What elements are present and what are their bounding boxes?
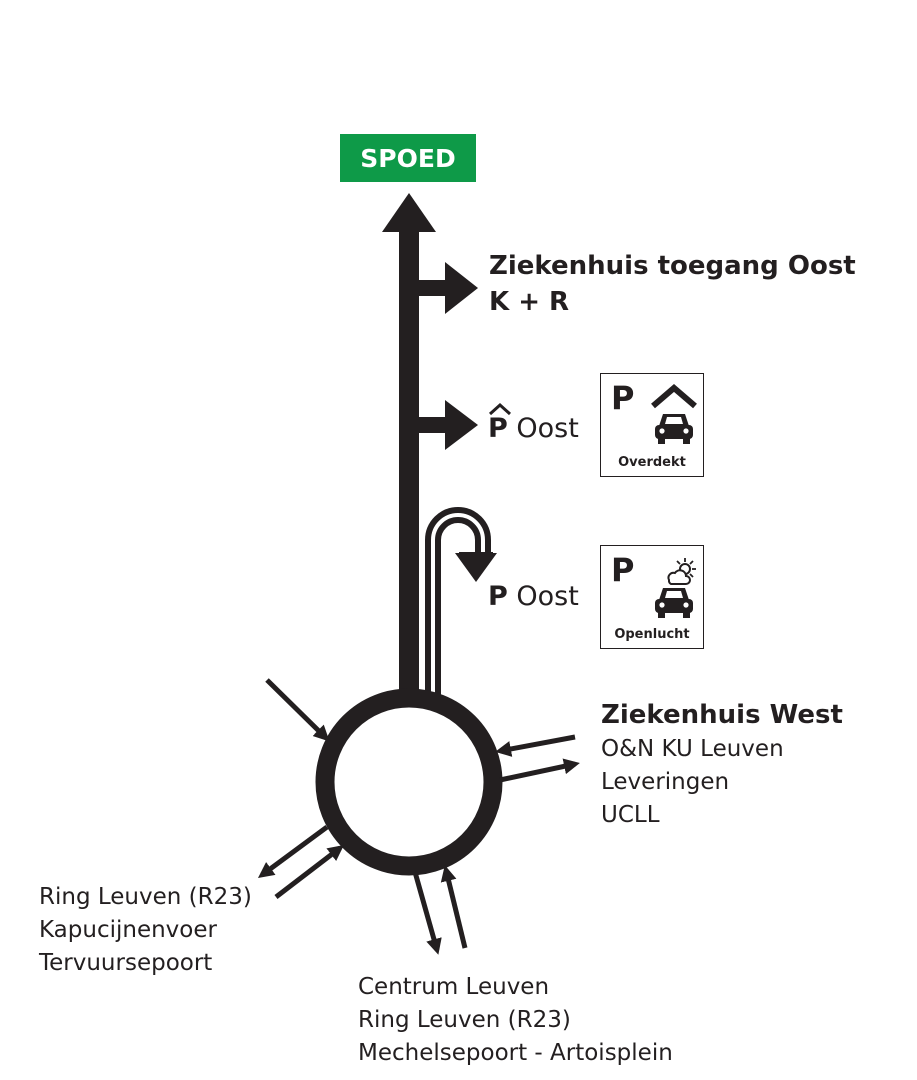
roof-icon (488, 402, 512, 416)
east-access-arrow (419, 262, 478, 314)
nw-inbound-arrow (265, 678, 330, 742)
southwest-line: Kapucijnenvoer (39, 917, 217, 943)
southwest-line: Ring Leuven (R23) (39, 884, 252, 910)
u-turn-arrow-icon (425, 507, 497, 695)
south-line: Mechelsepoort - Artoisplein (358, 1040, 673, 1066)
roundabout-icon (315, 688, 503, 876)
covered-sign-letter: P (611, 379, 635, 417)
west-outbound-arrow (499, 758, 580, 783)
west-title: Ziekenhuis West (601, 700, 843, 730)
southwest-line: Tervuursepoort (39, 950, 213, 976)
east-access-subtitle: K + R (489, 287, 570, 317)
spoed-label: SPOED (360, 143, 456, 173)
covered-parking-arrow (419, 400, 478, 450)
covered-parking-letter: P (488, 413, 508, 444)
south-line: Centrum Leuven (358, 974, 550, 1000)
covered-sign-caption: Overdekt (618, 455, 686, 470)
sw-outbound-arrow (257, 824, 329, 878)
covered-parking-sign: P Overdekt (600, 373, 704, 477)
west-line: UCLL (601, 802, 660, 828)
west-inbound-arrow (495, 734, 576, 757)
garage-car-icon (651, 384, 697, 444)
south-line: Ring Leuven (R23) (358, 1007, 571, 1033)
open-parking-name: Oost (516, 581, 579, 612)
open-parking-letter: P (488, 581, 508, 612)
south-outbound-arrow (412, 871, 442, 955)
sw-inbound-arrow (274, 844, 344, 899)
covered-parking-name: Oost (516, 413, 579, 444)
south-inbound-arrow (440, 865, 468, 949)
open-parking-label: P Oost (488, 581, 579, 612)
spoed-sign-background (340, 134, 476, 182)
covered-parking-label: P Oost (488, 402, 579, 444)
sun-cloud-car-icon (655, 558, 696, 618)
west-line: O&N KU Leuven (601, 736, 784, 762)
east-access-title: Ziekenhuis toegang Oost (489, 251, 856, 281)
open-parking-sign: P Openlucht (600, 545, 704, 649)
main-route-arrow (382, 193, 436, 700)
west-line: Leveringen (601, 769, 730, 795)
open-sign-caption: Openlucht (614, 627, 690, 642)
open-sign-letter: P (611, 551, 635, 589)
